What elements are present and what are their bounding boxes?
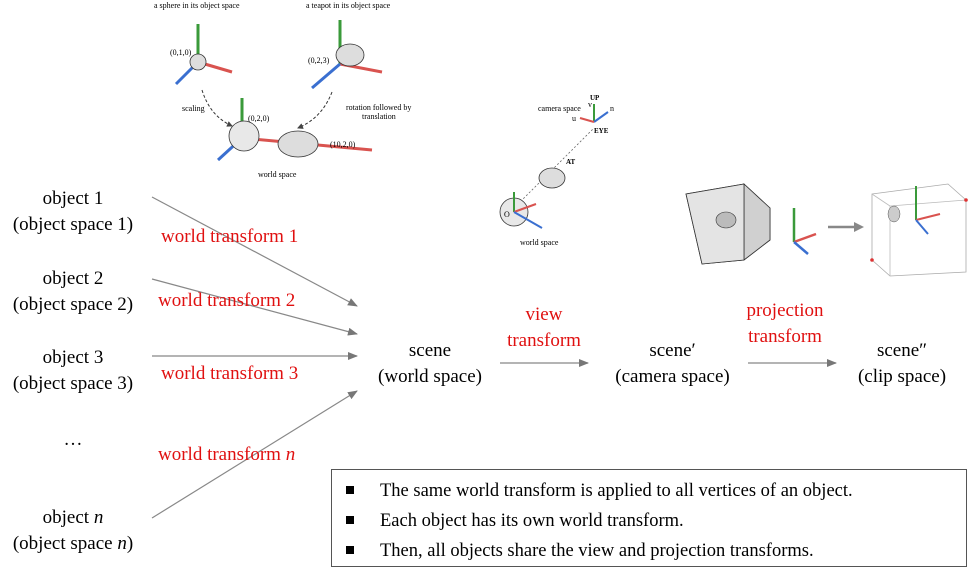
object-1-label: object 1 (object space 1) [2,186,144,238]
note-item: Each object has its own world transform. [346,506,966,536]
note-item: The same world transform is applied to a… [346,476,966,506]
frustum-to-cube-arrow [828,222,864,232]
bullet-icon [346,546,354,554]
clip-cube-illustration [866,180,970,280]
object-n-name: object n [42,507,104,528]
camera-space-illustration: camera space UP EYE AT u v n O world spa… [490,92,640,248]
world-space-illustration: a sphere in its object space a teapot in… [154,1,412,179]
object-n-space: (object space n) [12,533,134,554]
world-transform-2: world transform 2 [158,290,296,311]
object-3-space: (object space 3) [12,373,134,394]
world-transform-1: world transform 1 [161,226,299,247]
projection-transform-label: projection transform [746,300,824,347]
bullet-icon [346,486,354,494]
world-transform-n: world transform n [158,444,296,465]
object-n-label: object n (object space n) [2,505,144,557]
arrow-objectn-to-scene [151,390,358,519]
object-3-name: object 3 [42,347,104,368]
object-3-label: object 3 (object space 3) [2,345,144,397]
view-transform-label: view transform [507,304,581,351]
scene-camera-space: scene′ (camera space) [615,340,730,387]
sphere-caption: a sphere in its object space [154,1,240,10]
object-2-label: object 2 (object space 2) [2,266,144,318]
world-transform-3: world transform 3 [161,363,299,384]
notes-box: The same world transform is applied to a… [331,469,967,567]
arrow-object2-to-scene [151,278,358,336]
arrow-object1-to-scene [151,196,358,307]
object-1-space: (object space 1) [12,214,134,235]
scene-world-space: scene (world space) [378,340,482,387]
teapot-caption: a teapot in its object space [306,1,391,10]
object-2-name: object 2 [42,268,104,289]
scene-clip-space: scene″ (clip space) [857,340,947,387]
note-item: Then, all objects share the view and pro… [346,536,966,566]
object-2-space: (object space 2) [12,294,134,315]
view-frustum-illustration [684,182,824,272]
bullet-icon [346,516,354,524]
ellipsis-label: … [63,429,83,450]
object-1-name: object 1 [42,188,104,209]
